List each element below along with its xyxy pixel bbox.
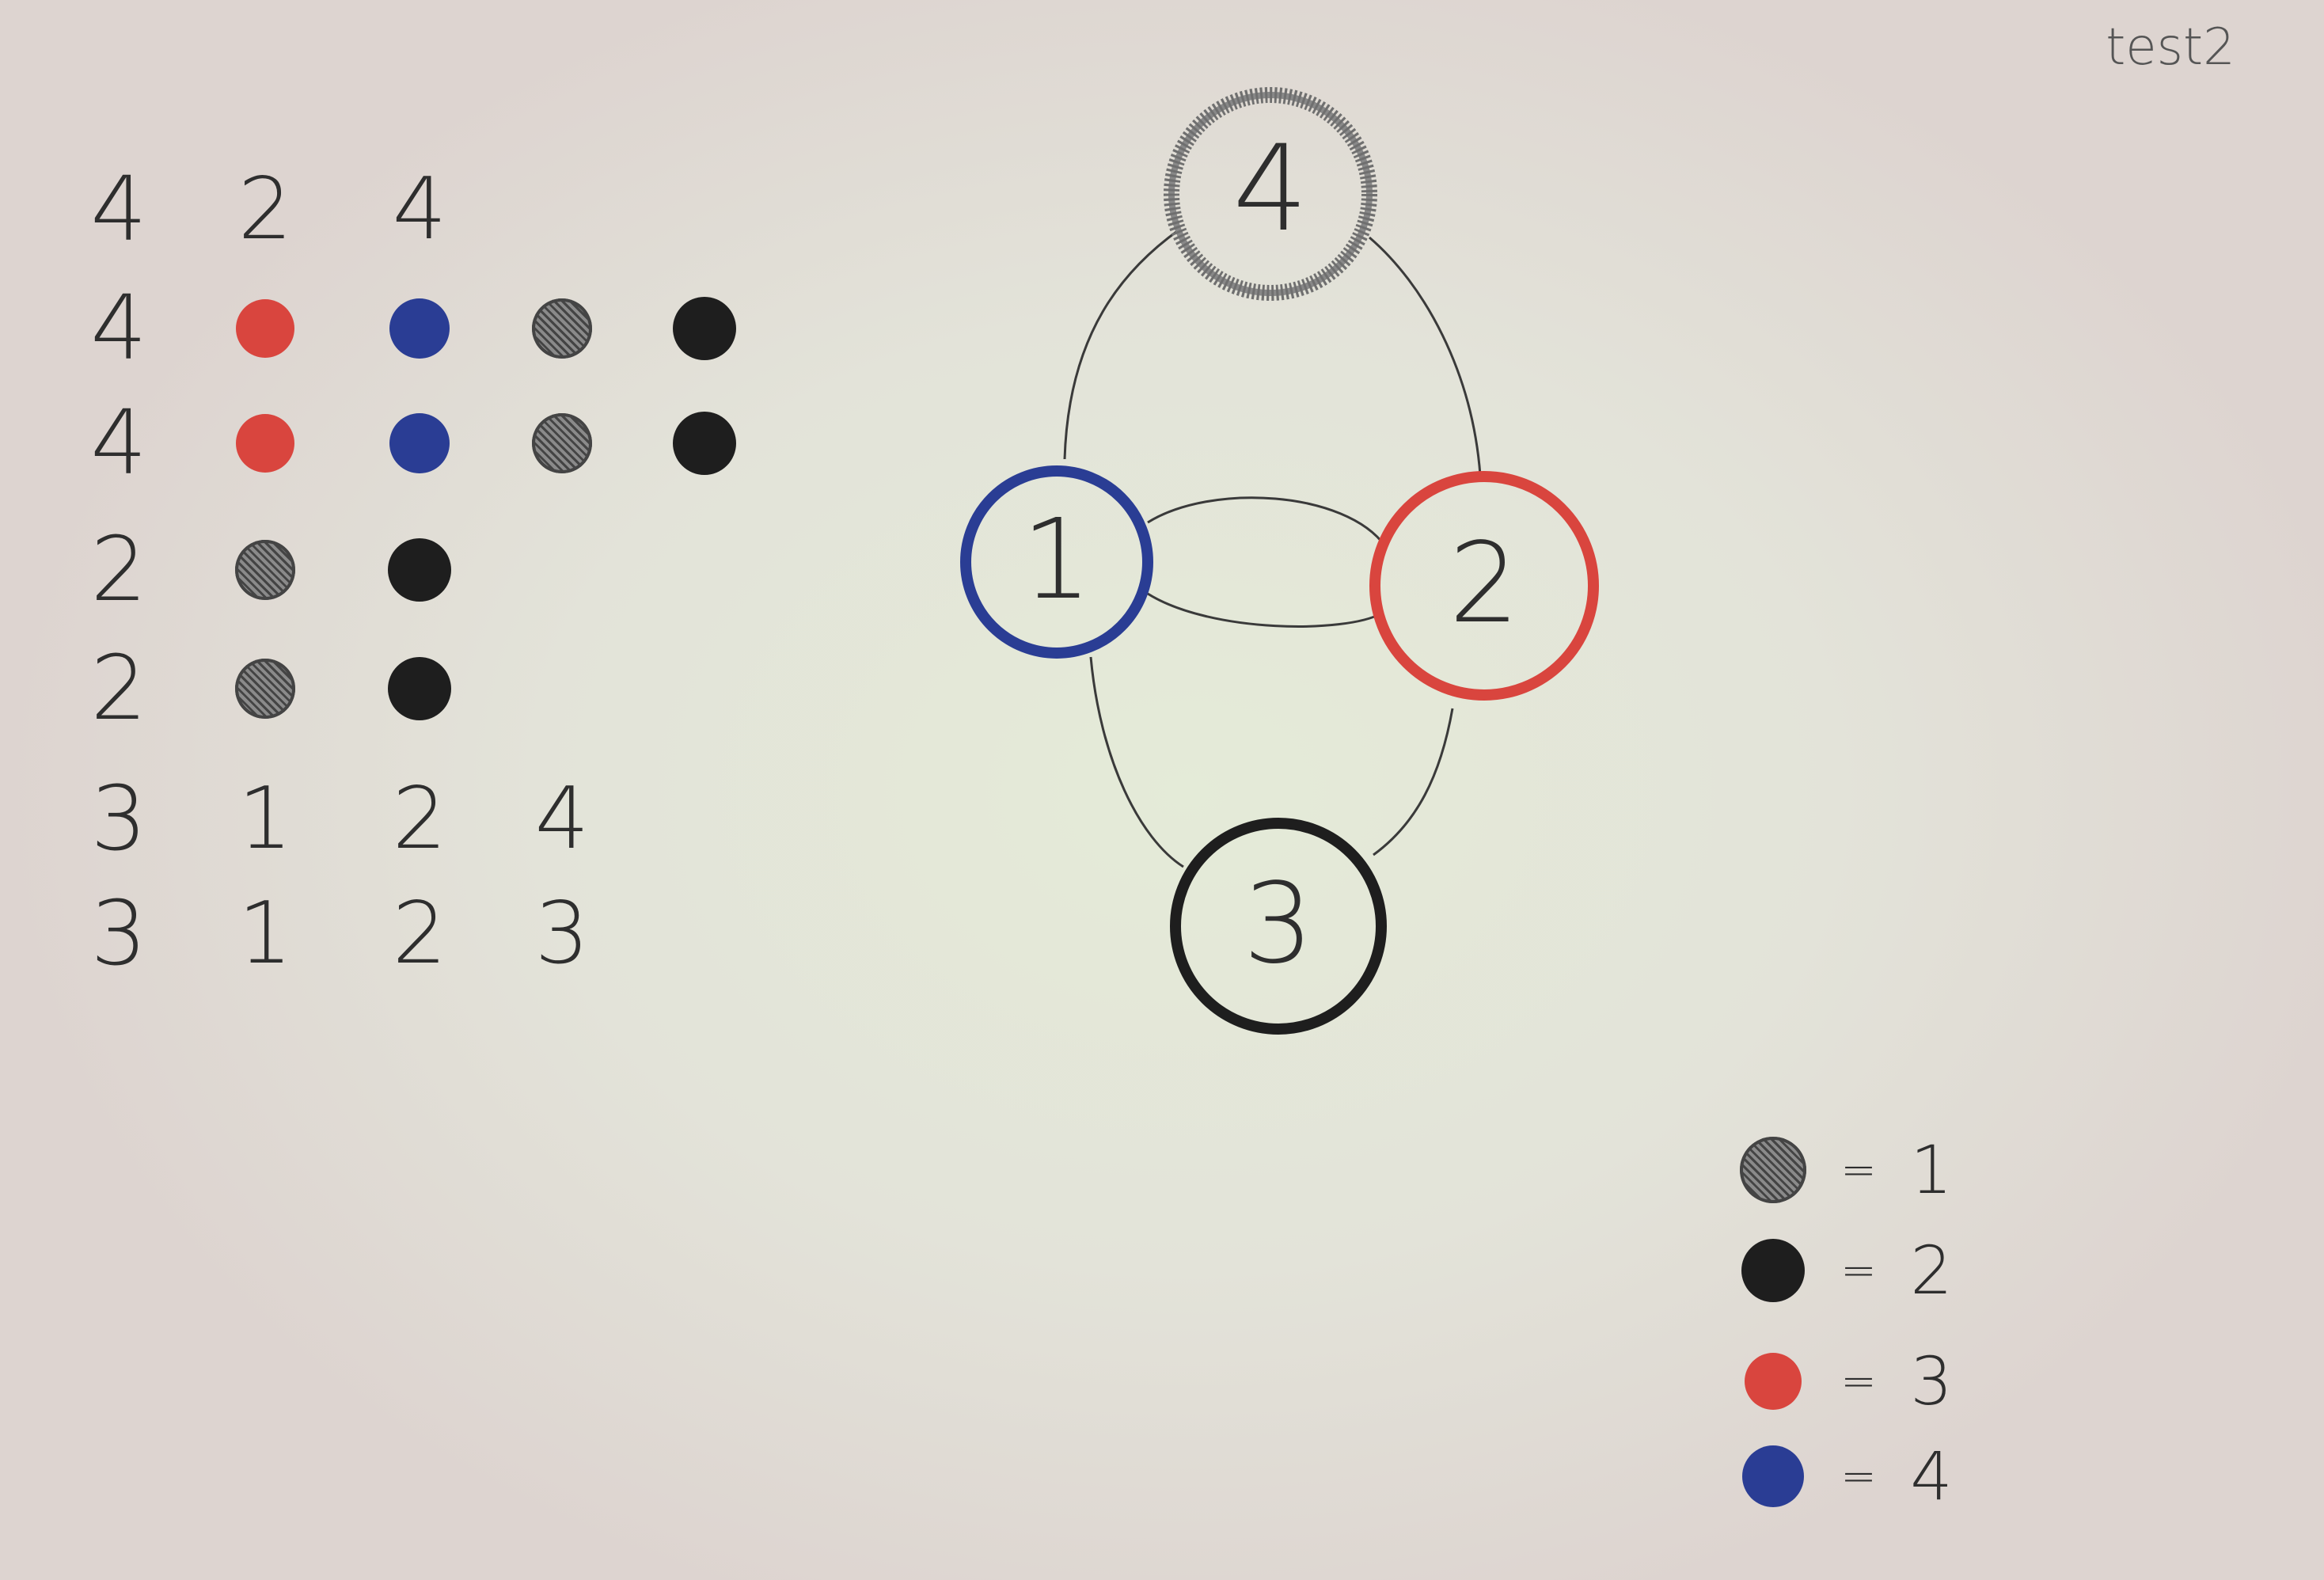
gray-dot [235,540,295,600]
row-cell-number: 4 [534,769,590,868]
black-dot [388,538,451,602]
black-legend-swatch [1741,1239,1805,1302]
node-label: 1 [1021,496,1092,625]
row-label: 4 [90,277,147,380]
graph-edges [1063,228,1482,868]
black-dot [673,297,736,360]
gray-dot [235,659,295,719]
blue-dot [389,413,450,473]
legend-equals: = [1840,1451,1877,1501]
graph-edge [1147,592,1382,628]
legend-value: 4 [1910,1438,1953,1515]
graph-node-3: 3 [1170,818,1387,1035]
row-cell-number: 4 [392,160,447,259]
node-label: 2 [1449,519,1519,648]
node-circle [960,465,1153,659]
graph-node-2: 2 [1369,471,1599,701]
legend-value: 2 [1910,1232,1953,1309]
red-legend-swatch [1745,1353,1802,1410]
node-label: 3 [1243,860,1313,989]
graph-node-4: 4 [1164,87,1377,301]
row-label: 3 [90,883,147,986]
row-label: 4 [90,392,147,495]
row-label: 4 [90,158,147,261]
legend-equals: = [1840,1356,1877,1406]
row-label: 2 [90,518,147,621]
gray-dot [532,298,592,359]
row-cell-number: 3 [534,884,590,983]
graph-edge [1147,496,1387,547]
black-dot [673,412,736,475]
red-dot [236,414,294,473]
node-circle [1164,87,1377,301]
node-label: 4 [1232,120,1308,258]
row-cell-number: 1 [237,884,293,983]
graph-edge [1063,228,1180,460]
row-label: 2 [90,637,147,740]
blue-dot [389,298,450,359]
graph-edge [1373,708,1454,856]
node-circle [1369,471,1599,701]
row-label: 3 [90,768,147,871]
black-dot [388,657,451,720]
legend-equals: = [1840,1145,1877,1194]
row-cell-number: 2 [392,769,447,868]
red-dot [236,299,294,358]
row-cell-number: 2 [237,160,293,259]
gray-dot [532,413,592,473]
graph-nodes: 1 2 3 4 [960,87,1599,1035]
graph-edge [1089,656,1184,868]
legend-value: 3 [1910,1343,1953,1420]
graph-edge [1369,236,1482,476]
legend-value: 1 [1910,1131,1953,1209]
row-cell-number: 1 [237,769,293,868]
gray-legend-swatch [1740,1137,1806,1203]
sheet-title: test2 [2106,18,2235,77]
blue-legend-swatch [1742,1445,1804,1507]
node-circle [1170,818,1387,1035]
graph-node-1: 1 [960,465,1153,659]
legend-equals: = [1840,1245,1877,1295]
row-cell-number: 2 [392,884,447,983]
